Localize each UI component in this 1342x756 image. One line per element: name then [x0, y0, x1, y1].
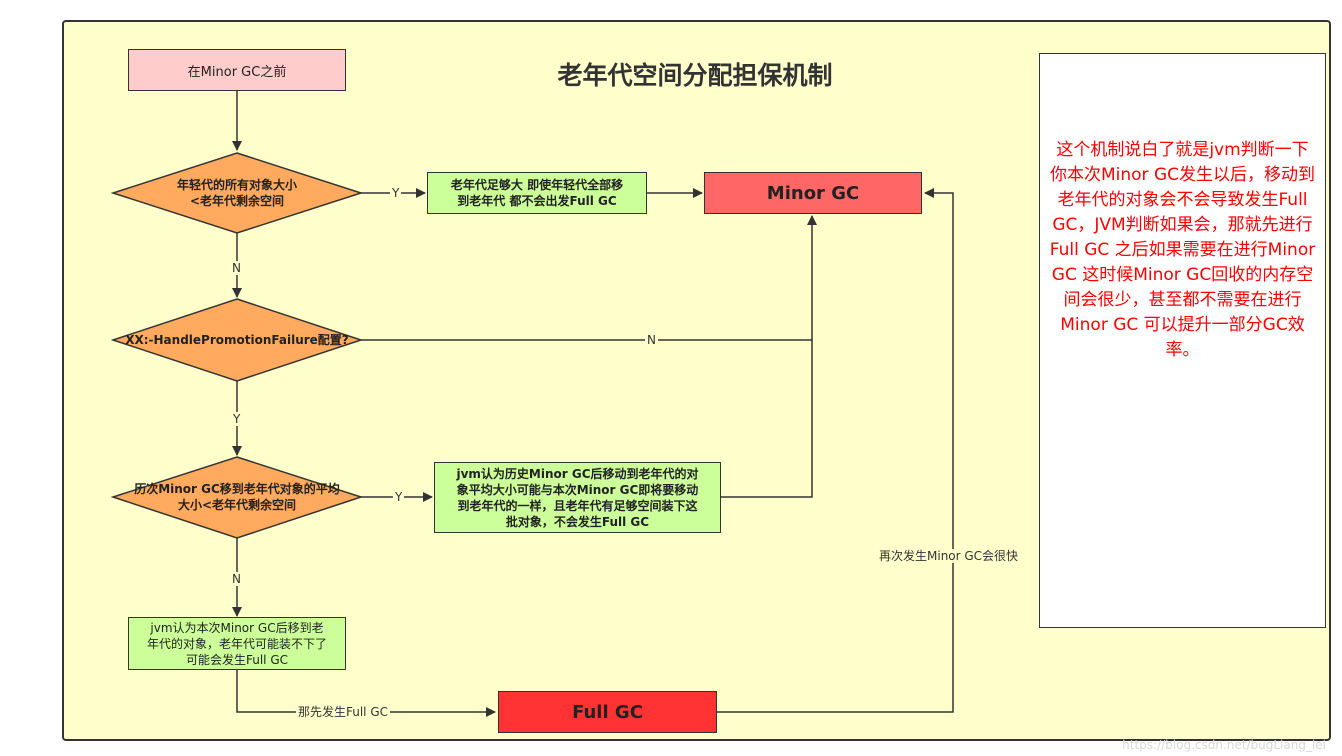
result4-node: jvm认为本次Minor GC后移到老 年代的对象，老年代可能装不下了 可能会发…	[128, 617, 346, 670]
edge-label-d1-no: N	[230, 261, 243, 275]
edge-label-to-full-gc: 那先发生Full GC	[296, 705, 391, 719]
edge-label-d3-no: N	[230, 572, 243, 586]
result3-node: jvm认为历史Minor GC后移动到老年代的对 象平均大小可能与本次Minor…	[434, 462, 721, 533]
result1-node: 老年代足够大 即使年轻代全部移 到老年代 都不会出发Full GC	[427, 172, 647, 214]
diagram-title: 老年代空间分配担保机制	[557, 61, 833, 90]
decision3-label: 历次Minor GC移到老年代对象的平均 大小<老年代剩余空间	[134, 482, 340, 512]
result4-node-label: jvm认为本次Minor GC后移到老 年代的对象，老年代可能装不下了 可能会发…	[146, 620, 327, 667]
edge-result4-to-fullgc	[236, 670, 496, 717]
minor-gc-node-label: Minor GC	[766, 182, 860, 204]
decision3-shape	[110, 456, 364, 539]
edge-label-d3-yes: Y	[393, 490, 405, 504]
watermark: https://blog.csdn.net/bugLiang_lei	[1122, 738, 1326, 752]
decision2-label: XX:-HandlePromotionFailure配置?	[125, 333, 349, 347]
minor-gc-node: Minor GC	[704, 172, 922, 214]
edge-result3-to-minor	[720, 340, 813, 498]
edge-label-d2-yes: Y	[231, 412, 243, 426]
explanation-note: 这个机制说白了就是jvm判断一下你本次Minor GC发生以后，移动到老年代的对…	[1039, 53, 1326, 628]
edge-label-d1-yes: Y	[390, 186, 402, 200]
result3-node-label: jvm认为历史Minor GC后移动到老年代的对 象平均大小可能与本次Minor…	[456, 466, 699, 529]
edge-label-d2-no: N	[645, 333, 658, 347]
start-node-label: 在Minor GC之前	[187, 64, 287, 80]
full-gc-node: Full GC	[498, 691, 717, 733]
explanation-note-text: 这个机制说白了就是jvm判断一下你本次Minor GC发生以后，移动到老年代的对…	[1049, 140, 1316, 360]
edge-label-back-to-minor: 再次发生Minor GC会很快	[877, 549, 1021, 563]
decision1-shape	[110, 152, 364, 234]
decision2-shape	[110, 298, 364, 382]
edge-fullgc-to-minor	[717, 188, 954, 713]
decision1-label: 年轻代的所有对象大小 <老年代剩余空间	[176, 178, 297, 208]
full-gc-node-label: Full GC	[572, 701, 643, 723]
edge-decision2-no	[361, 215, 817, 341]
start-node: 在Minor GC之前	[128, 49, 346, 91]
result1-node-label: 老年代足够大 即使年轻代全部移 到老年代 都不会出发Full GC	[450, 178, 624, 208]
